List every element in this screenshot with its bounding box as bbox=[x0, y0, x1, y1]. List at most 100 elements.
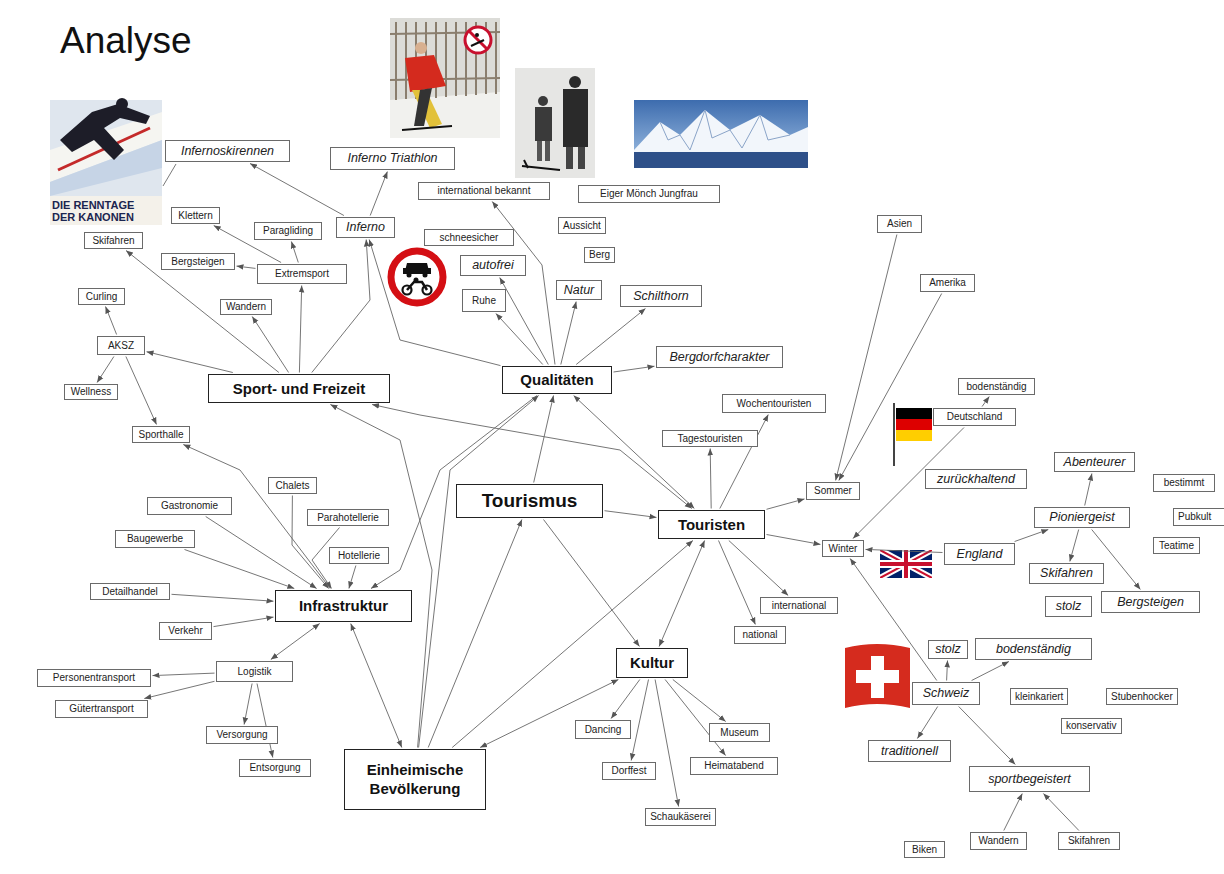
concept-box: Versorgung bbox=[206, 726, 278, 744]
node-label: Inferno bbox=[346, 220, 385, 234]
connector bbox=[605, 511, 657, 518]
concept-box: Skifahren bbox=[1058, 832, 1120, 850]
connector bbox=[185, 550, 295, 589]
concept-box: Inferno Triathlon bbox=[330, 147, 455, 170]
node-label: Sport- und Freizeit bbox=[233, 380, 366, 397]
concept-box: Schilthorn bbox=[620, 285, 702, 307]
art-shape bbox=[880, 562, 932, 566]
node-label: Qualitäten bbox=[520, 371, 593, 388]
concept-box: sportbegeistert bbox=[969, 766, 1090, 792]
concept-box: Personentransport bbox=[37, 669, 151, 687]
node-label: Bergsteigen bbox=[171, 256, 224, 268]
art-shape bbox=[896, 419, 932, 430]
concept-box: Baugewerbe bbox=[115, 530, 195, 548]
concept-box: England bbox=[944, 543, 1015, 565]
concept-box: Wellness bbox=[64, 384, 118, 400]
connector bbox=[659, 541, 705, 647]
node-label: Wochentouristen bbox=[737, 398, 812, 410]
art-shape bbox=[163, 164, 176, 186]
connector bbox=[839, 294, 942, 481]
node-label: Teatime bbox=[1159, 540, 1194, 552]
concept-box: Gütertransport bbox=[55, 700, 148, 718]
concept-box: kleinkariert bbox=[1010, 688, 1068, 705]
node-label: Extremsport bbox=[275, 268, 329, 280]
node-label: Sommer bbox=[814, 485, 852, 497]
concept-box: Logistik bbox=[216, 661, 293, 682]
concept-box: Gastronomie bbox=[147, 497, 232, 515]
node-label: schneesicher bbox=[440, 232, 499, 244]
art-shape bbox=[856, 670, 899, 683]
connector bbox=[172, 594, 274, 601]
main-topic-box: Touristen bbox=[658, 510, 765, 539]
node-label: Einheimische Bevölkerung bbox=[349, 761, 481, 799]
connector bbox=[97, 357, 114, 383]
node-label: Gütertransport bbox=[69, 703, 133, 715]
art-shape bbox=[538, 96, 548, 106]
concept-box: Pubkult bbox=[1173, 508, 1224, 526]
art-shape bbox=[407, 273, 412, 278]
concept-box: zurückhaltend bbox=[925, 469, 1027, 489]
concept-box: konservativ bbox=[1061, 718, 1122, 734]
connector bbox=[452, 541, 693, 748]
node-label: Paragliding bbox=[263, 225, 313, 237]
ski-photo bbox=[390, 18, 500, 138]
node-label: Eiger Mönch Jungfrau bbox=[600, 188, 698, 200]
main-topic-box: Infrastruktur bbox=[275, 590, 412, 622]
art-shape bbox=[471, 40, 484, 46]
connector bbox=[237, 266, 256, 268]
node-label: Infernoskirennen bbox=[181, 144, 274, 158]
art-shape bbox=[634, 152, 808, 168]
connector bbox=[917, 707, 937, 739]
concept-box: Extremsport bbox=[257, 264, 347, 284]
node-label: Chalets bbox=[276, 480, 310, 492]
concept-box: schneesicher bbox=[424, 229, 514, 246]
connector bbox=[611, 680, 640, 719]
node-label: Dancing bbox=[585, 724, 622, 736]
concept-box: Bergsteigen bbox=[1101, 591, 1200, 613]
art-shape bbox=[569, 76, 581, 88]
art-shape bbox=[566, 147, 573, 169]
connector bbox=[126, 357, 157, 425]
concept-box: Pioniergeist bbox=[1034, 507, 1130, 528]
concept-box: Natur bbox=[556, 280, 602, 300]
art-shape bbox=[880, 550, 932, 578]
connector bbox=[710, 449, 711, 509]
node-label: Personentransport bbox=[53, 672, 135, 684]
node-label: Schilthorn bbox=[633, 289, 689, 303]
concept-box: Berg bbox=[584, 247, 615, 263]
concept-box: Dorffest bbox=[602, 762, 656, 780]
concept-box: Klettern bbox=[171, 207, 220, 224]
node-label: Ruhe bbox=[472, 295, 496, 307]
art-shape bbox=[50, 196, 162, 225]
concept-box: Paragliding bbox=[254, 222, 322, 240]
art-shape bbox=[402, 126, 452, 130]
art-shape bbox=[880, 550, 932, 578]
concept-box: Biken bbox=[904, 841, 945, 858]
node-label: Deutschland bbox=[947, 411, 1003, 423]
concept-box: Detailhandel bbox=[90, 583, 170, 600]
art-shape bbox=[414, 88, 432, 126]
art-shape bbox=[537, 141, 542, 161]
art-shape bbox=[634, 100, 808, 168]
connector bbox=[1070, 530, 1079, 562]
node-label: national bbox=[742, 629, 777, 641]
node-label: Baugewerbe bbox=[127, 533, 183, 545]
connector bbox=[244, 684, 252, 725]
main-topic-box: Qualitäten bbox=[502, 366, 612, 394]
concept-box: Amerika bbox=[920, 274, 975, 292]
connector bbox=[153, 673, 215, 676]
art-shape bbox=[423, 273, 428, 278]
connector bbox=[206, 517, 317, 589]
concept-box: Tagestouristen bbox=[662, 430, 758, 447]
mountain-panorama bbox=[634, 100, 808, 168]
node-label: traditionell bbox=[881, 744, 938, 758]
connector bbox=[351, 624, 402, 748]
concept-box: Bergsteigen bbox=[161, 253, 235, 270]
concept-box: Schweiz bbox=[912, 682, 980, 705]
connector bbox=[147, 352, 233, 373]
connector bbox=[349, 566, 356, 589]
connector bbox=[673, 680, 726, 722]
swiss-flag bbox=[845, 644, 910, 708]
art-shape bbox=[578, 147, 585, 169]
